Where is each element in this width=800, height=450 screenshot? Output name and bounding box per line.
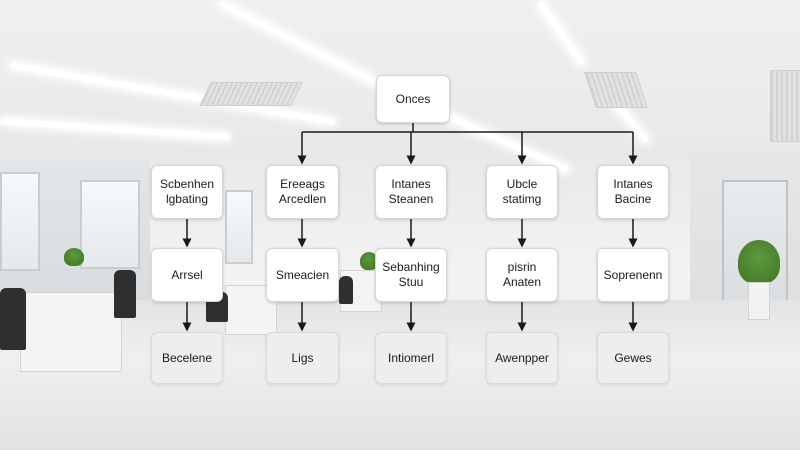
node-label: Awenpper xyxy=(495,350,549,365)
level1-node: Intanes Bacine xyxy=(597,165,669,219)
office-chair xyxy=(114,270,136,318)
node-label: Intiomerl xyxy=(387,350,434,365)
node-label: Intanes Bacine xyxy=(613,177,653,206)
node-label: Smeacien xyxy=(275,267,330,282)
level2-node: Smeacien xyxy=(266,248,339,302)
office-chair xyxy=(339,276,353,304)
level1-node: Intanes Steanen xyxy=(375,165,447,219)
level2-node: Sebanhing Stuu xyxy=(375,248,447,302)
potted-plant xyxy=(738,240,780,284)
node-label: Soprenenn xyxy=(603,267,663,282)
level1-node: Ubcle statimg xyxy=(486,165,558,219)
ceiling-vent xyxy=(199,82,303,106)
level1-node: Ereeags Arcedlen xyxy=(266,165,339,219)
node-label: Gewes xyxy=(614,350,652,365)
window xyxy=(80,180,140,269)
node-label: Intanes Steanen xyxy=(388,177,434,206)
node-label: Scbenhen lgbating xyxy=(159,177,215,206)
window xyxy=(0,172,40,271)
root-node-label: Onces xyxy=(395,91,431,106)
level3-node: Becelene xyxy=(151,332,223,384)
ceiling-vent xyxy=(770,70,800,142)
node-label: pisrin Anaten xyxy=(502,260,542,289)
level3-node: Ligs xyxy=(266,332,339,384)
office-desk xyxy=(20,292,122,372)
plant-pot xyxy=(748,282,770,320)
office-chair xyxy=(0,288,26,350)
node-label: Ligs xyxy=(291,350,314,365)
node-label: Becelene xyxy=(161,350,213,365)
level3-node: Awenpper xyxy=(486,332,558,384)
root-node: Onces xyxy=(376,75,450,123)
level3-node: Intiomerl xyxy=(375,332,447,384)
potted-plant xyxy=(360,252,378,270)
node-label: Sebanhing Stuu xyxy=(382,260,440,289)
level1-node: Scbenhen lgbating xyxy=(151,165,223,219)
node-label: Ereeags Arcedlen xyxy=(278,177,327,206)
level3-node: Gewes xyxy=(597,332,669,384)
level2-node: pisrin Anaten xyxy=(486,248,558,302)
level2-node: Arrsel xyxy=(151,248,223,302)
level2-node: Soprenenn xyxy=(597,248,669,302)
potted-plant xyxy=(64,248,84,266)
node-label: Ubcle statimg xyxy=(502,177,542,206)
window xyxy=(225,190,253,264)
node-label: Arrsel xyxy=(171,267,203,282)
